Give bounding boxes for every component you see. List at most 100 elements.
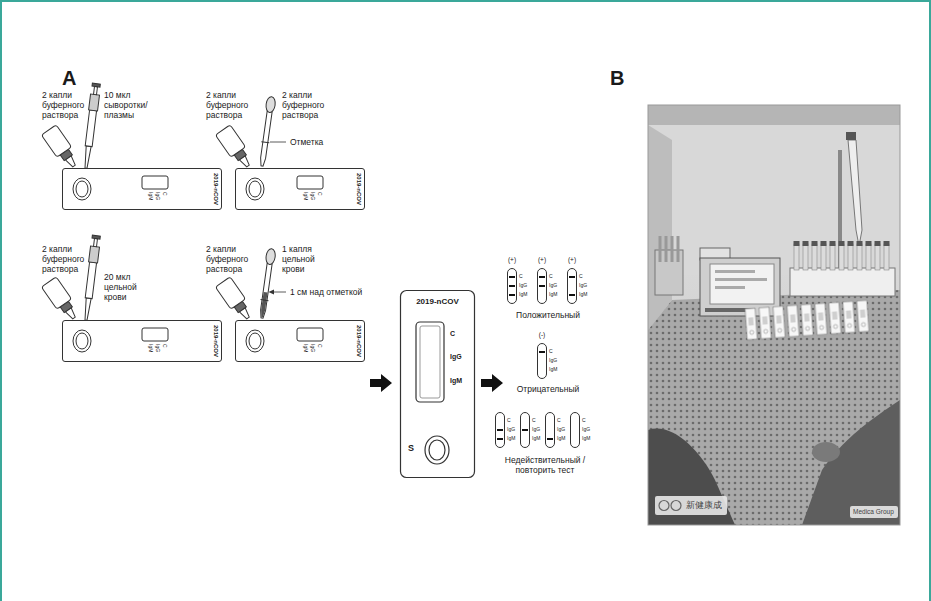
buffer-bottle	[41, 277, 81, 323]
result-window	[142, 176, 168, 189]
tube	[665, 236, 668, 262]
sample-well	[246, 330, 264, 352]
test-cassette: 2019-nCOVCIgGIgM	[62, 320, 222, 362]
photo-ground	[648, 105, 900, 525]
result-line	[497, 438, 503, 440]
result-line	[539, 276, 545, 278]
tubes	[792, 240, 892, 272]
step-note: 2 капли буферного раствора	[42, 90, 88, 121]
step-note: 20 мкл цельной крови	[104, 272, 152, 303]
cabinet-top	[648, 105, 900, 125]
line-label: IgG	[519, 283, 527, 288]
buffer-bottle	[215, 277, 255, 323]
result-caption: Отрицательный	[496, 384, 600, 394]
line-label: IgM	[148, 344, 153, 352]
result-line	[509, 276, 515, 278]
result-cassette: CIgGIgM	[495, 412, 519, 448]
line-label: IgM	[519, 292, 527, 297]
result-cassette: CIgGIgM	[507, 268, 531, 304]
line-label: C	[162, 344, 167, 348]
result-window	[297, 328, 323, 341]
cassette-name: 2019-nCOV	[400, 298, 475, 306]
gloved-hand	[812, 442, 840, 462]
step-note: 2 капли буферного раствора	[206, 244, 252, 275]
line-label: IgG	[310, 344, 315, 352]
tube	[677, 236, 680, 262]
pipette-grip	[89, 94, 100, 111]
line-label: C	[579, 274, 583, 279]
line-label: IgM	[549, 292, 557, 297]
line-label: C	[582, 418, 586, 423]
buffer-bottle	[215, 125, 255, 171]
sample-well	[76, 333, 88, 349]
result-window	[142, 328, 168, 341]
pipette-plunger	[94, 86, 98, 94]
line-label: IgG	[155, 344, 160, 352]
screen-line	[715, 278, 767, 281]
micropipette	[82, 235, 101, 320]
sample-well	[246, 178, 264, 200]
bottle-body	[215, 125, 245, 157]
watermark-patch	[655, 496, 727, 515]
panel-letter: B	[610, 66, 624, 90]
pipette-button	[846, 132, 856, 140]
result-sign: (+)	[502, 256, 522, 264]
bottle-body	[41, 277, 71, 309]
result-sign: (+)	[562, 256, 582, 264]
result-window	[416, 322, 444, 402]
watermark-patch	[850, 506, 898, 518]
leader-arrowhead	[269, 290, 275, 295]
tube	[659, 236, 662, 262]
test-strips	[743, 299, 871, 342]
line-label: C	[507, 418, 511, 423]
result-strip	[538, 269, 547, 304]
photo-pipette	[848, 140, 862, 246]
line-label: IgM	[450, 377, 462, 384]
result-line	[547, 438, 553, 440]
line-label: IgG	[450, 353, 462, 360]
pipette-button	[92, 83, 100, 87]
cassette-outline	[236, 169, 366, 211]
line-label: C	[162, 192, 167, 196]
screen-line	[715, 270, 755, 273]
result-sign: (-)	[532, 331, 552, 339]
line-label: IgG	[310, 192, 315, 200]
result-line	[539, 351, 545, 353]
watermark: Medica Group	[853, 508, 894, 516]
result-strip	[546, 413, 555, 448]
sample-well	[76, 181, 88, 197]
line-label: IgG	[582, 427, 590, 432]
mark-note: Отметка	[290, 137, 323, 147]
sample-well	[73, 178, 91, 200]
panel-letter: A	[62, 66, 76, 90]
result-line	[569, 294, 575, 296]
line-label: C	[450, 330, 455, 337]
line-label: IgG	[549, 283, 557, 288]
line-label: IgG	[507, 427, 515, 432]
result-line	[569, 276, 575, 278]
result-line	[509, 294, 515, 296]
line-label: IgM	[549, 367, 557, 372]
analyzer-screen	[710, 264, 774, 304]
sample-well	[249, 333, 261, 349]
watermark-logo	[659, 501, 669, 511]
line-label: IgG	[549, 358, 557, 363]
pipette-body	[85, 262, 96, 299]
test-cassette: 2019-nCOVCIgGIgM	[235, 168, 365, 210]
result-strip	[568, 269, 577, 304]
step-note: 10 мкл сыворотки/плазмы	[104, 90, 154, 121]
result-line	[522, 429, 528, 431]
result-caption: Положительный	[496, 310, 600, 320]
line-label: IgM	[148, 192, 153, 200]
block-arrow	[370, 374, 392, 392]
pipette-button	[92, 235, 100, 239]
leader-line	[273, 292, 286, 293]
line-label: IgG	[532, 427, 540, 432]
line-label: C	[549, 274, 553, 279]
line-label: IgG	[155, 192, 160, 200]
result-strip	[521, 413, 530, 448]
line-label: IgM	[582, 436, 590, 441]
block-arrow	[481, 374, 503, 392]
